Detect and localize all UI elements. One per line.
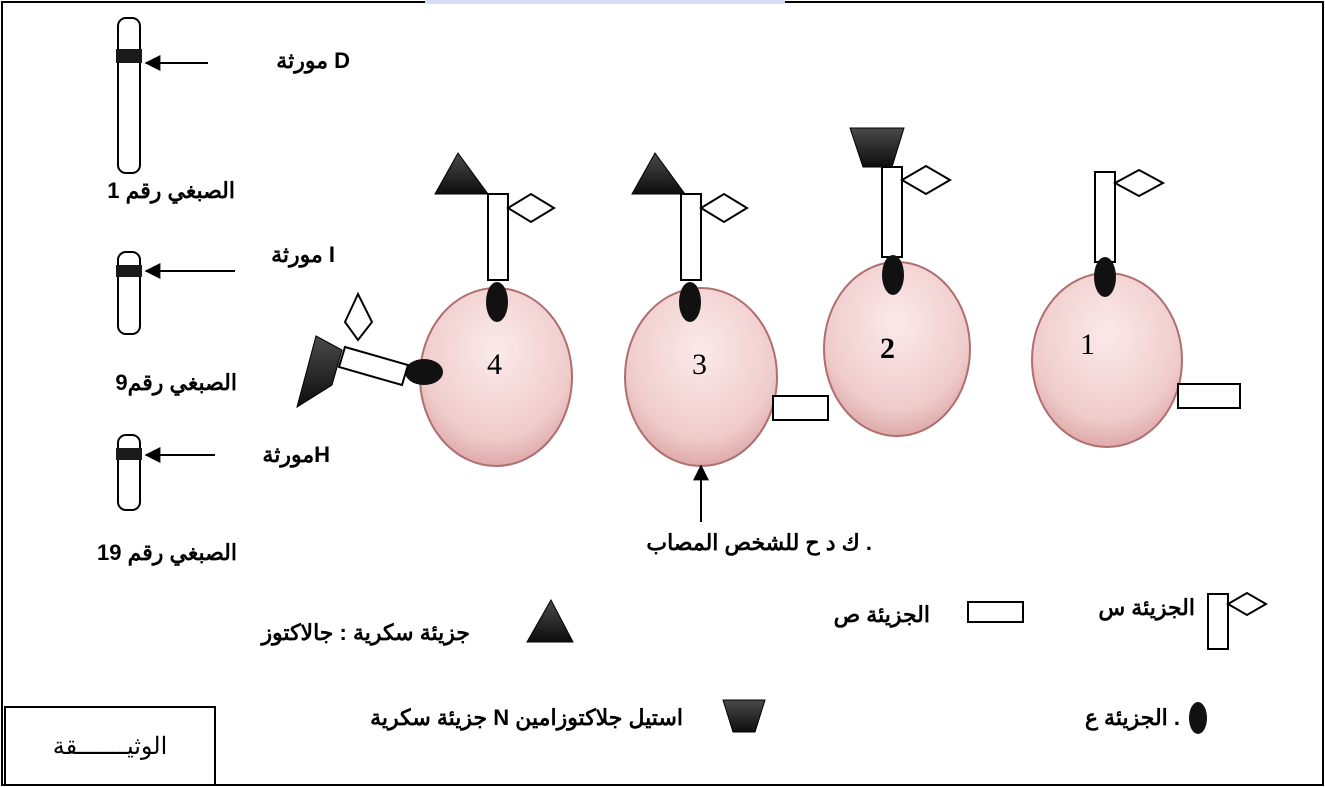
nag-sugar-side [296, 335, 343, 409]
legend-galactose-shape [526, 598, 574, 643]
gene-label-h: مورثةH [262, 442, 330, 468]
top-decoration [425, 0, 785, 4]
molecule-z [1094, 257, 1116, 297]
molecule-x-stem [487, 193, 509, 281]
cell-number-2: 2 [880, 332, 895, 365]
nag-sugar [849, 127, 905, 168]
molecule-x-side-stem [337, 345, 410, 387]
legend-x-flag [1226, 591, 1268, 617]
chromosome-9: مورثة I الصبغي رقم9 [115, 242, 335, 396]
document-label: الوثيـــــــقة [53, 733, 168, 760]
chromosome-label-9: الصبغي رقم9 [115, 370, 237, 396]
molecule-z [882, 255, 904, 295]
molecule-z [486, 282, 508, 322]
cell-2: 2 [823, 127, 971, 437]
molecule-x-stem [680, 193, 702, 281]
document-box [4, 706, 216, 786]
cell-1: 1 [1031, 168, 1241, 448]
legend-nag: جزيئة سكرية N استيل جلاكتوزامين [370, 705, 683, 731]
molecule-y [1177, 383, 1241, 409]
legend-galactose: جزيئة سكرية : جالاكتوز [259, 620, 470, 646]
molecule-x-flag [506, 192, 556, 224]
legend-y-shape [967, 601, 1024, 623]
legend-molecule-z: الجزيئة ع . [1085, 705, 1180, 731]
chromosome-label-19: الصبغي رقم 19 [97, 540, 237, 566]
legend-molecule-y: الجزيئة ص [834, 602, 930, 628]
chromosome-label-1: الصبغي رقم 1 [107, 178, 235, 204]
molecule-x-stem [881, 166, 903, 258]
molecule-x-stem [1094, 171, 1116, 263]
gene-label-d: مورثة D [276, 48, 350, 74]
cell-number-4: 4 [487, 348, 502, 381]
legend-nag-shape [722, 699, 766, 733]
molecule-x-side-flag [343, 291, 374, 342]
legend-x-stem [1207, 593, 1229, 650]
molecule-x-flag [1112, 168, 1166, 198]
galactose-sugar [434, 152, 489, 195]
molecule-z [679, 282, 701, 322]
legend-z-shape [1189, 702, 1207, 734]
molecule-y [772, 395, 829, 421]
chromosome-19: مورثةH الصبغي رقم 19 [97, 434, 330, 566]
cell-4: 4 [296, 152, 573, 467]
gene-band [116, 49, 142, 63]
galactose-sugar [631, 152, 686, 195]
molecule-x-flag [699, 192, 749, 224]
molecule-x-flag [900, 164, 952, 196]
molecule-z-side [405, 359, 443, 385]
gene-band [116, 265, 142, 277]
legend: الجزيئة س الجزيئة ص جزيئة سكرية : جالاكت… [259, 591, 1268, 734]
gene-label-i: مورثة I [271, 242, 335, 268]
cell-number-1: 1 [1080, 328, 1095, 361]
gene-band [116, 448, 142, 460]
cell-number-3: 3 [692, 348, 707, 381]
cell-3: 3 [624, 152, 829, 522]
legend-molecule-x: الجزيئة س [1098, 595, 1195, 621]
patient-label: ك د ح للشخص المصاب . [646, 530, 872, 556]
chromosome-1: مورثة D الصبغي رقم 1 [107, 17, 350, 204]
